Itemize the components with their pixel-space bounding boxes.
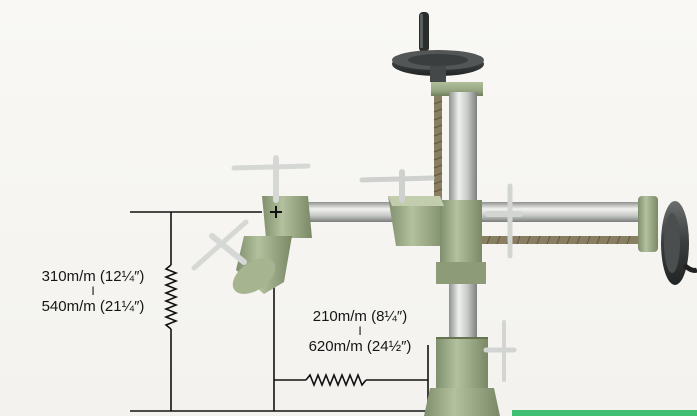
center-clamp-lower bbox=[436, 262, 486, 284]
vertical-range-label: 310m/m (12¼″) I 540m/m (21¼″) bbox=[20, 267, 166, 316]
column-base-lower bbox=[424, 388, 500, 416]
horizontal-spring-icon bbox=[305, 372, 367, 388]
horizontal-range-separator: I bbox=[358, 324, 362, 338]
right-t-handle-icon bbox=[485, 183, 523, 259]
vertical-max-label: 540m/m (21¼″) bbox=[41, 298, 145, 315]
vertical-min-label: 310m/m (12¼″) bbox=[41, 268, 145, 285]
vertical-dimension-lines bbox=[130, 211, 440, 412]
center-clamp-left bbox=[388, 196, 448, 246]
power-feeder-machine bbox=[191, 12, 697, 416]
arm-end-cap bbox=[638, 196, 658, 252]
left-t-handle-icon bbox=[231, 155, 311, 203]
column-base-upper bbox=[436, 338, 488, 388]
top-handwheel-icon bbox=[392, 12, 484, 82]
center-clamp-block bbox=[440, 200, 482, 262]
horizontal-min-label: 210m/m (8¼″) bbox=[312, 308, 408, 325]
horizontal-lead-screw bbox=[470, 236, 650, 244]
horizontal-range-label: 210m/m (8¼″) I 620m/m (24½″) bbox=[287, 307, 433, 356]
horizontal-max-label: 620m/m (24½″) bbox=[308, 338, 412, 355]
lower-t-handle-icon bbox=[483, 320, 517, 382]
vertical-spring-icon bbox=[163, 264, 179, 330]
angled-t-handle-icon bbox=[191, 219, 249, 271]
feed-head-bracket bbox=[262, 196, 312, 238]
center-t-handle-icon bbox=[359, 169, 435, 203]
feed-head-face bbox=[232, 258, 276, 294]
vertical-range-separator: I bbox=[91, 284, 95, 298]
accent-strip bbox=[512, 410, 697, 416]
